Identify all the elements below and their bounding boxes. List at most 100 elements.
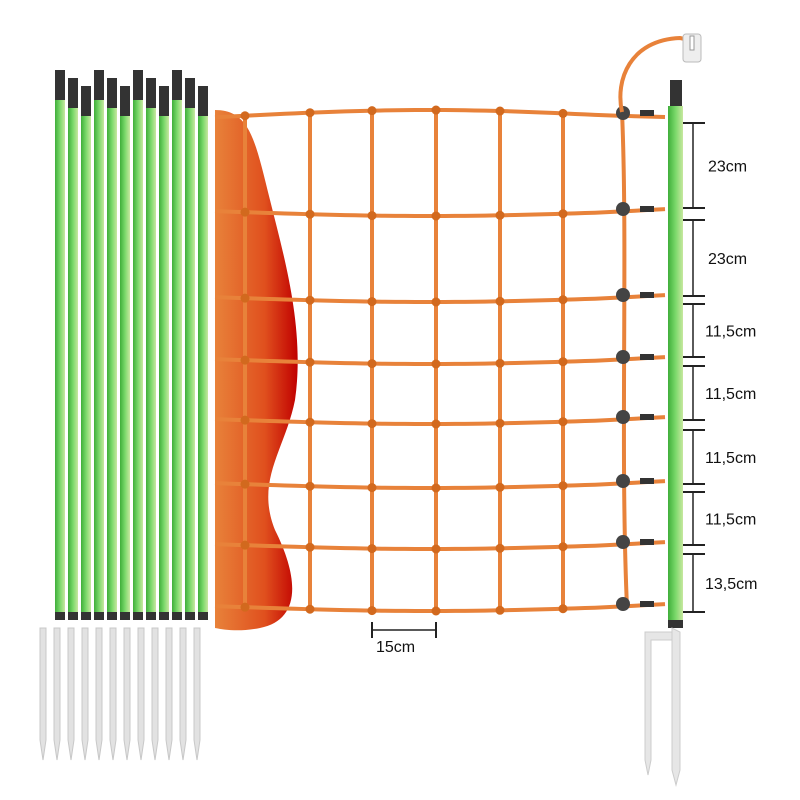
fence-post [94, 100, 104, 620]
post-cap [198, 86, 208, 116]
ground-stake [151, 627, 159, 761]
knot [367, 359, 377, 369]
knot [305, 357, 315, 367]
post-cap [159, 86, 169, 116]
ground-stake [67, 627, 75, 761]
knot [558, 357, 568, 367]
ground-stake [165, 627, 173, 761]
knot [240, 111, 250, 121]
ground-stake [123, 627, 131, 761]
post-foot [159, 612, 169, 620]
knot [305, 295, 315, 305]
post-foot [185, 612, 195, 620]
knot [558, 209, 568, 219]
knot [367, 483, 377, 493]
post-cap [68, 78, 78, 108]
knot [367, 106, 377, 116]
knot [495, 418, 505, 428]
knot [367, 297, 377, 307]
ground-stake [179, 627, 187, 761]
knot [240, 602, 250, 612]
mesh-width-dimension: 15cm [371, 622, 437, 656]
knot [431, 483, 441, 493]
insulator-knob [616, 350, 630, 364]
knot [431, 606, 441, 616]
fence-post [172, 100, 182, 620]
knot [305, 604, 315, 614]
knot [367, 419, 377, 429]
knot [305, 108, 315, 118]
fence-post [55, 100, 65, 620]
insulator-knob [616, 202, 630, 216]
knot [305, 209, 315, 219]
insulator-knob [616, 288, 630, 302]
knot [305, 481, 315, 491]
knot [558, 108, 568, 118]
fence-post [120, 116, 130, 620]
post-clip [640, 354, 654, 360]
connector-clip-icon [682, 33, 702, 63]
ground-stakes-bundle [39, 627, 201, 761]
knot [240, 355, 250, 365]
end-post [644, 80, 683, 787]
fence-post [185, 108, 195, 620]
height-label: 23cm [708, 159, 747, 176]
knot [240, 479, 250, 489]
fence-post [198, 116, 208, 620]
height-label: 11,5cm [705, 512, 756, 529]
post-clip [640, 601, 654, 607]
post-foot [55, 612, 65, 620]
knot [495, 106, 505, 116]
net-mesh [214, 105, 666, 616]
height-label: 11,5cm [705, 324, 756, 341]
knot [495, 543, 505, 553]
knot [495, 358, 505, 368]
ground-stake [95, 627, 103, 761]
height-label: 13,5cm [705, 576, 757, 593]
post-foot [120, 612, 130, 620]
knot [367, 606, 377, 616]
post-foot [81, 612, 91, 620]
knot [367, 544, 377, 554]
ground-stake [109, 627, 117, 761]
post-clip [640, 478, 654, 484]
rolled-posts-bundle [55, 70, 208, 620]
knot [495, 482, 505, 492]
post-foot [172, 612, 182, 620]
post-clip [640, 292, 654, 298]
insulator-knob [616, 474, 630, 488]
post-clip [640, 206, 654, 212]
post-cap [55, 70, 65, 100]
knot [558, 417, 568, 427]
knot [367, 211, 377, 221]
knot [495, 210, 505, 220]
knot [240, 207, 250, 217]
fence-post [107, 108, 117, 620]
knot [305, 417, 315, 427]
connection-cable [618, 35, 691, 113]
post-cap [94, 70, 104, 100]
post-clip [640, 110, 654, 116]
knot [431, 544, 441, 554]
post-cap [146, 78, 156, 108]
insulator-knob [616, 597, 630, 611]
post-foot [94, 612, 104, 620]
post-foot [146, 612, 156, 620]
height-label: 11,5cm [705, 450, 756, 467]
knot [558, 542, 568, 552]
post-clip [640, 414, 654, 420]
post-cap [107, 78, 117, 108]
knot [431, 211, 441, 221]
fence-post [159, 116, 169, 620]
knot [431, 105, 441, 115]
knot [240, 540, 250, 550]
ground-stake [39, 627, 47, 761]
knot [240, 293, 250, 303]
ground-stake [137, 627, 145, 761]
ground-stake [193, 627, 201, 761]
ground-stake [53, 627, 61, 761]
knot [495, 605, 505, 615]
fence-post [133, 100, 143, 620]
mesh-width-label: 15cm [376, 639, 415, 656]
